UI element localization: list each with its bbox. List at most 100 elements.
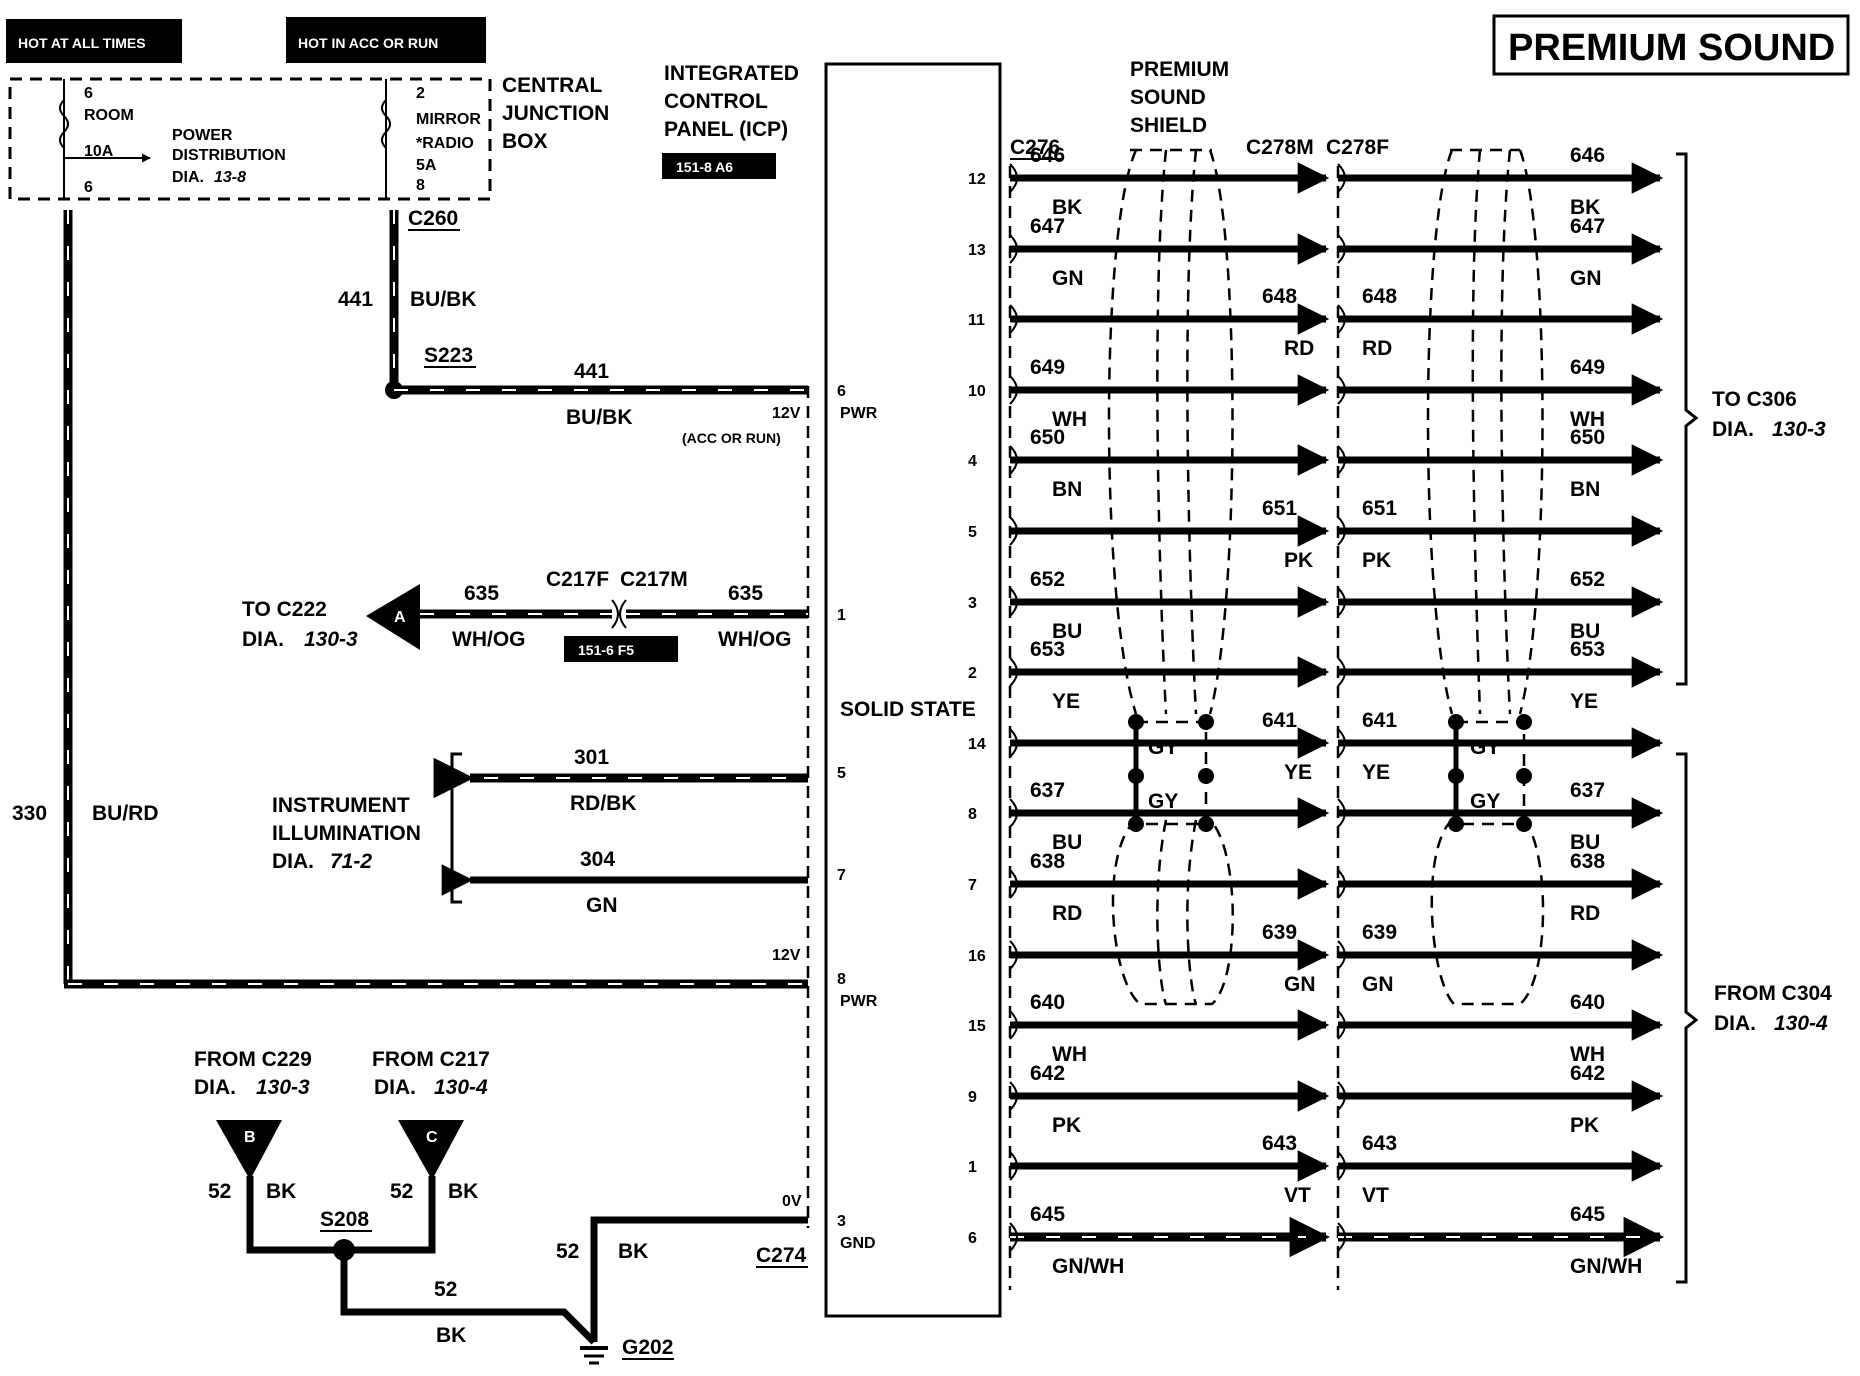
wire-641-color-left: YE xyxy=(1284,761,1312,784)
voltage-12v-b: 12V xyxy=(772,947,801,964)
wire-330-color: BU/RD xyxy=(92,802,159,825)
icp-label-line1: INTEGRATED xyxy=(664,62,799,85)
wire-643-number-right: 643 xyxy=(1362,1132,1397,1155)
wire-643-connector-mark-2 xyxy=(1337,1151,1346,1181)
wire-642-connector-mark xyxy=(1009,1081,1018,1111)
connector-c217m: C217M xyxy=(620,568,688,591)
fuse-6-pin: 6 xyxy=(84,179,93,196)
to-c222-num: 130-3 xyxy=(304,628,358,651)
to-c222-label: TO C222 xyxy=(242,598,327,621)
ground-circuits: FROM C229 DIA. 130-3 FROM C217 DIA. 130-… xyxy=(194,1048,808,1365)
wire-52-number-c: 52 xyxy=(434,1278,457,1301)
central-junction-box: 6 ROOM 10A 6 POWER DISTRIBUTION DIA. 13-… xyxy=(8,74,609,201)
wire-643-connector-mark xyxy=(1009,1151,1018,1181)
instrument-illum-line1: INSTRUMENT xyxy=(272,794,410,817)
wire-645-color-right: GN/WH xyxy=(1570,1255,1642,1278)
drain-gy-b: GY xyxy=(1148,790,1178,813)
connector-c274: C274 xyxy=(756,1244,807,1267)
wire-645-color-left: GN/WH xyxy=(1052,1255,1124,1278)
wire-646-connector-mark-2 xyxy=(1337,163,1346,193)
icp-pin-8: 8 xyxy=(968,806,977,823)
wire-638-color-right: RD xyxy=(1570,902,1600,925)
icp-pin-16: 16 xyxy=(968,948,986,965)
wire-rows: 12646BK646BK13647GN647GN11648RD648RD1064… xyxy=(968,144,1665,1278)
icp-pin-1: 1 xyxy=(968,1159,977,1176)
ground-g202: G202 xyxy=(622,1336,673,1359)
wire-651-connector-mark-2 xyxy=(1337,516,1346,546)
icp-ref-label: 151-8 A6 xyxy=(676,159,733,175)
fuse-6-number: 6 xyxy=(84,85,93,102)
drain-gy-c: GY xyxy=(1470,736,1500,759)
wire-642-color-left: PK xyxy=(1052,1114,1081,1137)
wire-652-connector-mark-2 xyxy=(1337,587,1346,617)
wire-653-color-left: YE xyxy=(1052,690,1080,713)
fuse-6-name: ROOM xyxy=(84,107,134,124)
wire-645-connector-mark xyxy=(1009,1222,1018,1252)
wire-651-connector-mark xyxy=(1009,516,1018,546)
title-block: PREMIUM SOUND xyxy=(1492,14,1850,76)
fuse-2-number: 2 xyxy=(416,85,425,102)
wire-52-color-d: BK xyxy=(618,1240,648,1263)
icp-pin-10: 10 xyxy=(968,383,986,400)
wire-645-connector-mark-2 xyxy=(1337,1222,1346,1252)
speaker-circuits: PREMIUM SOUND SHIELD C276 C278M C278F xyxy=(968,58,1832,1290)
power-dist-line1: POWER xyxy=(172,127,233,144)
wire-642-connector-mark-2 xyxy=(1337,1081,1346,1111)
icp-label-line2: CONTROL xyxy=(664,90,768,113)
wire-441-number-b: 441 xyxy=(574,360,609,383)
wire-640-number-right: 640 xyxy=(1570,991,1605,1014)
wire-641-number-left: 641 xyxy=(1262,709,1297,732)
splice-s223: S223 xyxy=(424,344,473,367)
wire-637-connector-mark-2 xyxy=(1337,798,1346,828)
icp-pin-8: 8 xyxy=(837,971,846,988)
wire-650-connector-mark-2 xyxy=(1337,445,1346,475)
wire-647-number-right: 647 xyxy=(1570,215,1605,238)
to-c306-num: 130-3 xyxy=(1772,418,1826,441)
wire-646-number-right: 646 xyxy=(1570,144,1605,167)
wire-640-connector-mark xyxy=(1009,1010,1018,1040)
wire-641-connector-mark xyxy=(1009,728,1018,758)
wire-653-number-right: 653 xyxy=(1570,638,1605,661)
wire-52-number-a: 52 xyxy=(208,1180,231,1203)
wire-52-color-c: BK xyxy=(436,1324,466,1347)
wire-648-connector-mark-2 xyxy=(1337,304,1346,334)
icp-pin-1: 1 xyxy=(837,607,846,624)
fuse-2-amp: 5A xyxy=(416,157,437,174)
wire-650-number-right: 650 xyxy=(1570,426,1605,449)
wire-637-connector-mark xyxy=(1009,798,1018,828)
wire-52-number-d: 52 xyxy=(556,1240,579,1263)
wire-638-number-right: 638 xyxy=(1570,850,1605,873)
wire-638-color-left: RD xyxy=(1052,902,1082,925)
wire-649-number-left: 649 xyxy=(1030,356,1065,379)
wire-653-number-left: 653 xyxy=(1030,638,1065,661)
wire-441-number: 441 xyxy=(338,288,373,311)
fuse-6-amp: 10A xyxy=(84,143,114,160)
wire-648-number-right: 648 xyxy=(1362,285,1397,308)
connector-c278m: C278M xyxy=(1246,136,1314,159)
wire-650-connector-mark xyxy=(1009,445,1018,475)
wire-646-number-left: 646 xyxy=(1030,144,1065,167)
icp-pin-14: 14 xyxy=(968,736,986,753)
wire-301-number: 301 xyxy=(574,746,609,769)
wire-649-connector-mark-2 xyxy=(1337,375,1346,405)
cjb-label-line1: CENTRAL xyxy=(502,74,602,97)
wire-643-number-left: 643 xyxy=(1262,1132,1297,1155)
icp-pin-3: 3 xyxy=(968,595,977,612)
integrated-control-panel: INTEGRATED CONTROL PANEL (ICP) 151-8 A6 … xyxy=(662,62,1002,1318)
wire-639-color-right: GN xyxy=(1362,973,1394,996)
from-c229-dia: DIA. xyxy=(194,1076,236,1099)
fuse-2-pin: 8 xyxy=(416,177,425,194)
acc-or-run-note: (ACC OR RUN) xyxy=(682,430,781,446)
wire-650-color-right: BN xyxy=(1570,478,1600,501)
wire-635-number-b: 635 xyxy=(728,582,763,605)
wire-635-color-a: WH/OG xyxy=(452,628,526,651)
connector-c217f: C217F xyxy=(546,568,609,591)
wire-646-connector-mark xyxy=(1009,163,1018,193)
icp-pin-6: 6 xyxy=(837,383,846,400)
wire-652-connector-mark xyxy=(1009,587,1018,617)
wire-52-color-a: BK xyxy=(266,1180,296,1203)
to-c306-label: TO C306 xyxy=(1712,388,1797,411)
wire-638-number-left: 638 xyxy=(1030,850,1065,873)
drain-gy-d: GY xyxy=(1470,790,1500,813)
